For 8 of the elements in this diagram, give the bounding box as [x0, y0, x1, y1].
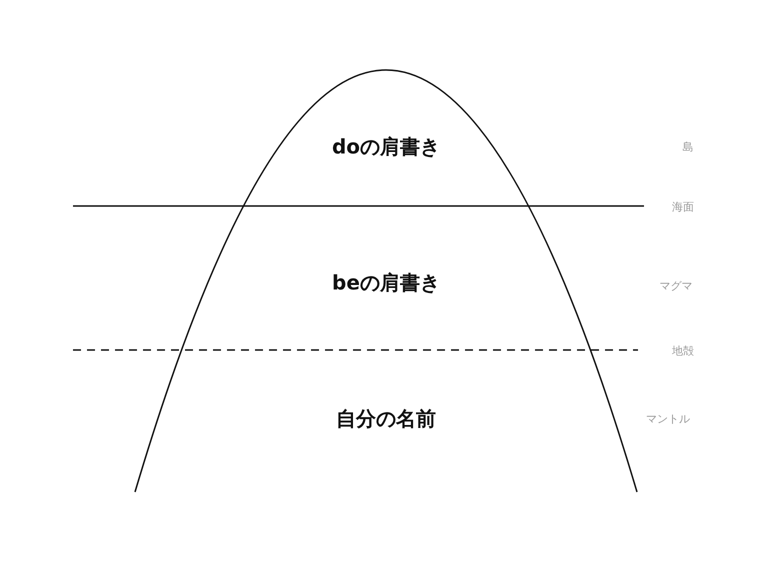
region-label: doの肩書き — [332, 134, 440, 160]
region-label: 自分の名前 — [336, 406, 436, 432]
layer-label: 海面 — [672, 200, 694, 214]
layer-label: 島 — [682, 140, 694, 154]
layer-label: マントル — [646, 412, 690, 426]
layer-label: 地殻 — [672, 344, 694, 358]
region-label: beの肩書き — [332, 270, 440, 296]
layer-label: マグマ — [660, 278, 692, 294]
